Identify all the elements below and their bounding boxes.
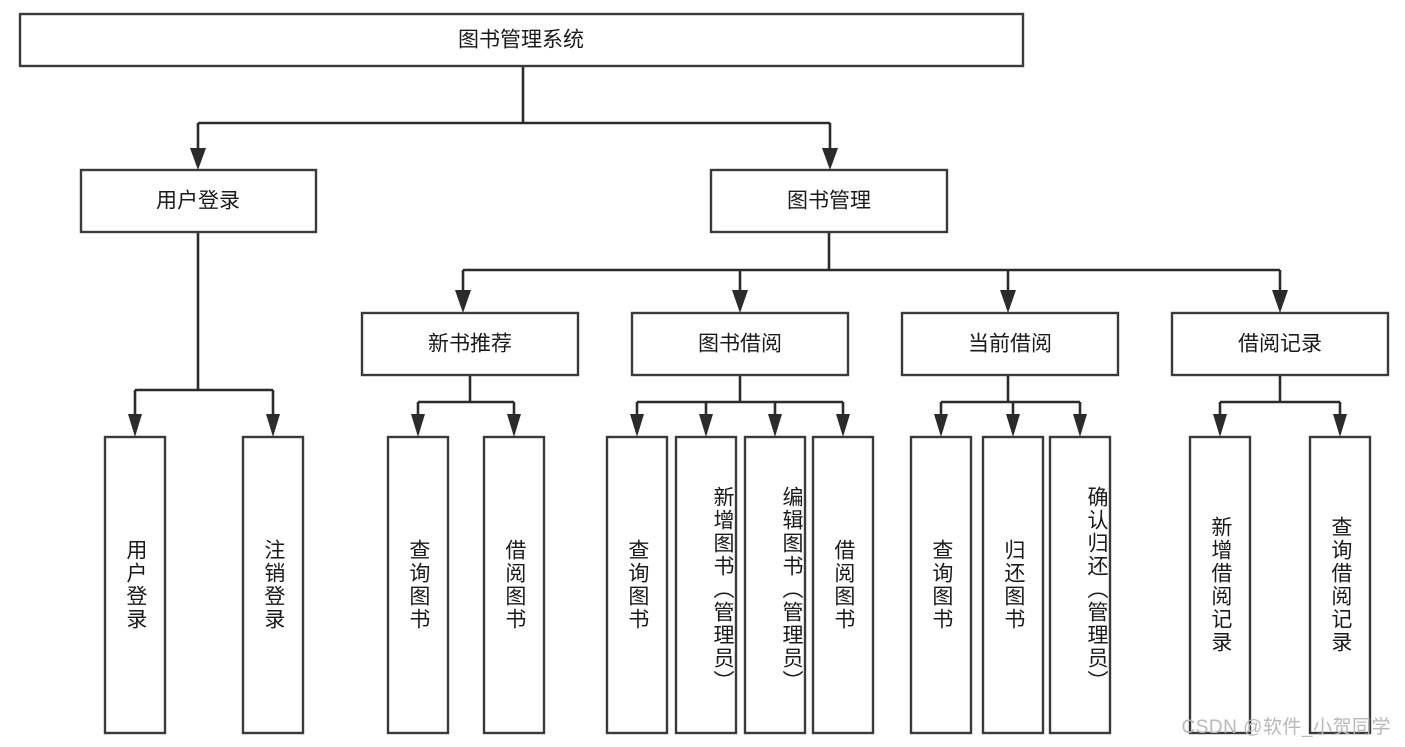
arrowhead-user-login	[190, 148, 206, 170]
node-book-borrow-label: 图书借阅	[698, 333, 782, 356]
leaf-rect-query-book-3[interactable]	[909, 435, 973, 735]
arrowhead-leaf-borrow-book-1	[507, 414, 521, 437]
leaf-rect-add-book[interactable]	[674, 435, 738, 735]
connector-group-root	[190, 66, 838, 170]
arrowhead-leaf-query-book-1	[411, 414, 425, 437]
node-new-book-recommend-label: 新书推荐	[428, 333, 512, 356]
leaf-rect-query-record[interactable]	[1308, 435, 1372, 735]
node-new-book-recommend-rect[interactable]	[360, 311, 580, 377]
node-current-borrow-rect[interactable]	[900, 311, 1120, 377]
arrowhead-leaf-add-book	[699, 414, 713, 437]
arrowhead-book-borrow	[732, 290, 748, 313]
node-current-borrow[interactable]: 当前借阅	[900, 311, 1120, 377]
leaf-rect-borrow-book-2[interactable]	[811, 435, 875, 735]
node-borrow-record-rect[interactable]	[1170, 311, 1390, 377]
arrowhead-leaf-return-book	[1006, 414, 1020, 437]
leaf-rect-add-record[interactable]	[1188, 435, 1252, 735]
arrowhead-leaf-user-login	[128, 414, 142, 437]
leaf-rect-return-book[interactable]	[981, 435, 1045, 735]
node-book-management-label: 图书管理	[787, 190, 871, 213]
node-book-management[interactable]: 图书管理	[709, 168, 949, 234]
node-borrow-record-label: 借阅记录	[1238, 333, 1322, 356]
connector-group-current-borrow	[934, 375, 1087, 437]
arrowhead-current-borrow	[1000, 290, 1016, 313]
leaf-boxes	[103, 435, 1372, 735]
arrowhead-leaf-borrow-book-2	[836, 414, 850, 437]
connector-group-user-login	[128, 232, 280, 437]
leaf-rect-query-book-2[interactable]	[605, 435, 669, 735]
arrowhead-leaf-add-record	[1213, 414, 1227, 437]
arrowhead-leaf-confirm-return	[1073, 414, 1087, 437]
connector-group-book-borrow	[630, 375, 850, 437]
node-book-management-rect[interactable]	[709, 168, 949, 234]
node-current-borrow-label: 当前借阅	[968, 333, 1052, 356]
node-root-label: 图书管理系统	[458, 29, 584, 52]
arrowhead-leaf-logout	[266, 414, 280, 437]
node-borrow-record[interactable]: 借阅记录	[1170, 311, 1390, 377]
arrowhead-leaf-query-book-3	[934, 414, 948, 437]
connector-group-new-book	[411, 375, 521, 437]
node-root[interactable]: 图书管理系统	[18, 12, 1025, 68]
arrowhead-leaf-query-book-2	[630, 414, 644, 437]
csdn-watermark: CSDN @软件_小贺同学	[1181, 717, 1391, 738]
leaf-rect-user-login[interactable]	[103, 435, 167, 735]
leaf-rect-logout[interactable]	[241, 435, 305, 735]
connector-group-book-mgmt	[455, 232, 1288, 313]
connector-group-borrow-record	[1213, 375, 1347, 437]
leaf-rect-confirm-return[interactable]	[1048, 435, 1112, 735]
node-book-borrow[interactable]: 图书借阅	[630, 311, 850, 377]
arrowhead-new-book	[455, 290, 471, 313]
node-root-rect[interactable]	[18, 12, 1025, 68]
arrowhead-leaf-query-record	[1333, 414, 1347, 437]
arrowhead-borrow-record	[1272, 290, 1288, 313]
leaf-rect-query-book-1[interactable]	[386, 435, 450, 735]
arrowhead-book-mgmt	[822, 148, 838, 170]
node-book-borrow-rect[interactable]	[630, 311, 850, 377]
arrowhead-leaf-edit-book	[768, 414, 782, 437]
leaf-rect-edit-book[interactable]	[743, 435, 807, 735]
node-new-book-recommend[interactable]: 新书推荐	[360, 311, 580, 377]
node-user-login-rect[interactable]	[79, 168, 318, 234]
node-user-login[interactable]: 用户登录	[79, 168, 318, 234]
leaf-rect-borrow-book-1[interactable]	[482, 435, 546, 735]
node-user-login-label: 用户登录	[156, 190, 240, 213]
